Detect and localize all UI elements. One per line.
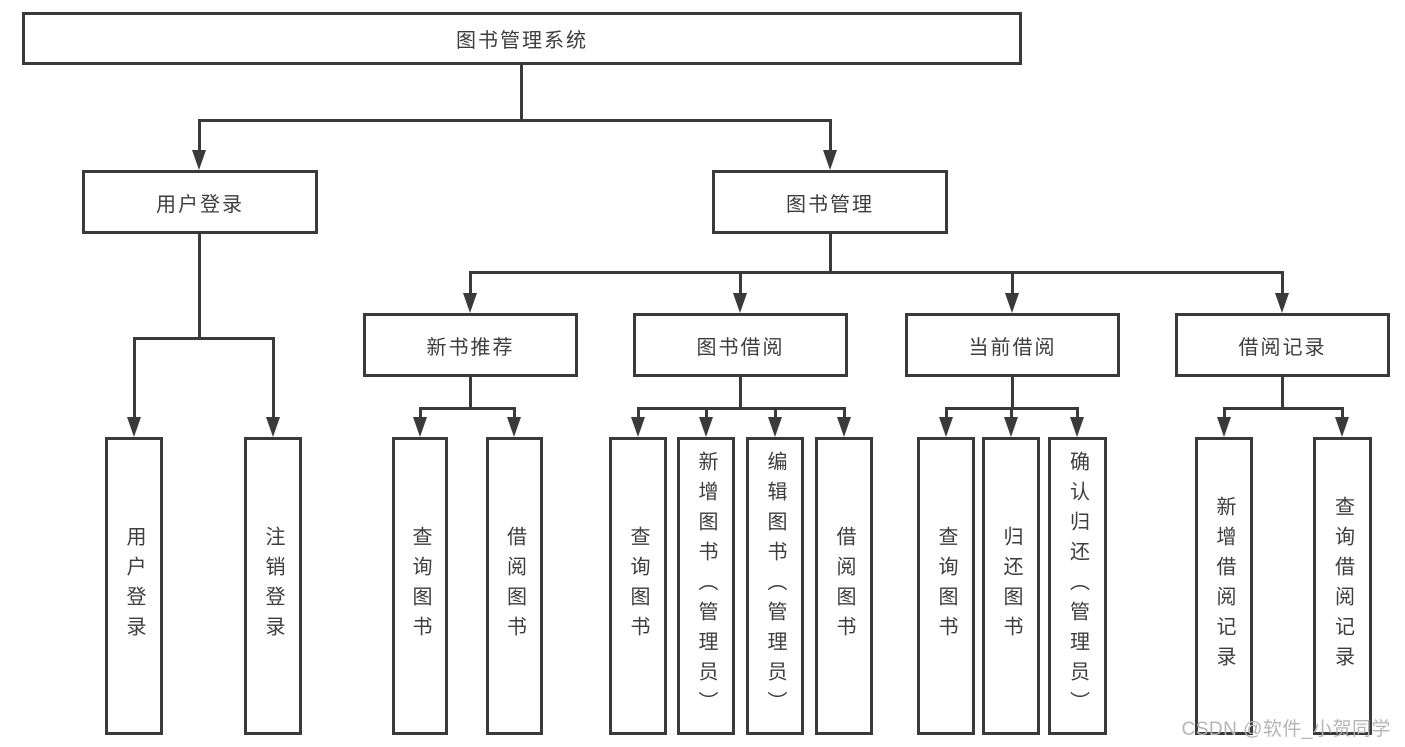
node-new-book-recommend: 新书推荐 [363,313,578,377]
arrow-down-icon [1005,293,1019,313]
connector-line [469,271,472,295]
connector-line [133,337,136,419]
leaf-user-login: 用户登录 [105,437,163,735]
node-label: 图书管理系统 [456,30,588,52]
connector-line [1223,407,1226,419]
node-label: 借阅图书 [833,526,855,646]
node-borrow-records: 借阅记录 [1175,313,1390,377]
arrow-down-icon [127,417,141,437]
connector-line [829,119,832,152]
leaf-logout: 注销登录 [244,437,302,735]
arrow-down-icon [266,417,280,437]
node-label: 确认归还（管理员） [1066,451,1089,721]
connector-line [419,407,516,410]
leaf-return-books: 归还图书 [982,437,1040,735]
arrow-down-icon [192,150,206,170]
arrow-down-icon [413,417,427,437]
arrow-down-icon [507,417,521,437]
arrow-down-icon [1004,417,1018,437]
connector-line [1011,375,1014,409]
node-label: 查询借阅记录 [1331,496,1354,676]
node-system-root: 图书管理系统 [22,12,1022,65]
leaf-query-books-current: 查询图书 [917,437,975,735]
connector-line [1076,407,1079,419]
arrow-down-icon [768,417,782,437]
node-label: 图书管理 [786,193,874,216]
arrow-down-icon [463,293,477,313]
connector-line [1223,407,1344,410]
node-label: 图书借阅 [696,336,785,359]
leaf-query-books-borrow: 查询图书 [609,437,667,735]
node-label: 新增借阅记录 [1213,496,1235,676]
csdn-watermark: CSDN @软件_小贺同学 [1181,719,1391,740]
node-user-login: 用户登录 [82,170,318,234]
leaf-borrow-books-recommend: 借阅图书 [486,437,543,735]
connector-line [637,407,640,419]
node-label: 用户登录 [156,193,244,216]
leaf-query-books-recommend: 查询图书 [392,437,448,735]
connector-line [1010,407,1013,419]
node-label: 新书推荐 [426,336,515,359]
arrow-down-icon [837,417,851,437]
arrow-down-icon [1275,293,1289,313]
node-current-borrow: 当前借阅 [905,313,1120,377]
arrow-down-icon [733,293,747,313]
leaf-add-borrow-record: 新增借阅记录 [1195,437,1253,735]
connector-line [829,232,832,273]
node-label: 当前借阅 [968,336,1057,359]
connector-line [198,119,201,152]
arrow-down-icon [1335,417,1349,437]
connector-line [198,119,832,122]
node-label: 借阅记录 [1238,336,1327,359]
connector-line [1281,375,1284,409]
node-label: 查询图书 [935,526,957,646]
arrow-down-icon [823,150,837,170]
node-label: 归还图书 [1000,526,1022,646]
arrow-down-icon [1070,417,1084,437]
node-label: 用户登录 [123,526,145,646]
connector-line [469,271,1283,274]
connector-line [739,375,742,409]
connector-line [469,375,472,409]
connector-line [272,337,275,419]
connector-line [1341,407,1344,419]
connector-line [1011,271,1014,295]
connector-line [637,407,846,410]
leaf-edit-books-admin: 编辑图书（管理员） [746,437,804,735]
node-label: 新增图书（管理员） [695,451,717,721]
node-label: 查询图书 [627,526,649,646]
leaf-confirm-return-admin: 确认归还（管理员） [1048,437,1107,735]
connector-line [739,271,742,295]
connector-line [133,337,274,340]
leaf-add-books-admin: 新增图书（管理员） [677,437,735,735]
connector-line [198,232,201,339]
leaf-query-borrow-record: 查询借阅记录 [1313,437,1372,735]
node-label: 注销登录 [262,526,284,646]
arrow-down-icon [939,417,953,437]
connector-line [705,407,708,419]
node-book-management: 图书管理 [712,170,948,234]
connector-line [945,407,948,419]
node-label: 借阅图书 [503,526,526,646]
node-book-borrow: 图书借阅 [633,313,848,377]
connector-line [1281,271,1284,295]
arrow-down-icon [631,417,645,437]
arrow-down-icon [699,417,713,437]
node-label: 查询图书 [409,526,431,646]
leaf-borrow-books: 借阅图书 [815,437,873,735]
connector-line [774,407,777,419]
arrow-down-icon [1217,417,1231,437]
connector-line [419,407,422,419]
node-label: 编辑图书（管理员） [764,451,786,721]
connector-line [843,407,846,419]
connector-line [520,64,523,121]
connector-line [513,407,516,419]
